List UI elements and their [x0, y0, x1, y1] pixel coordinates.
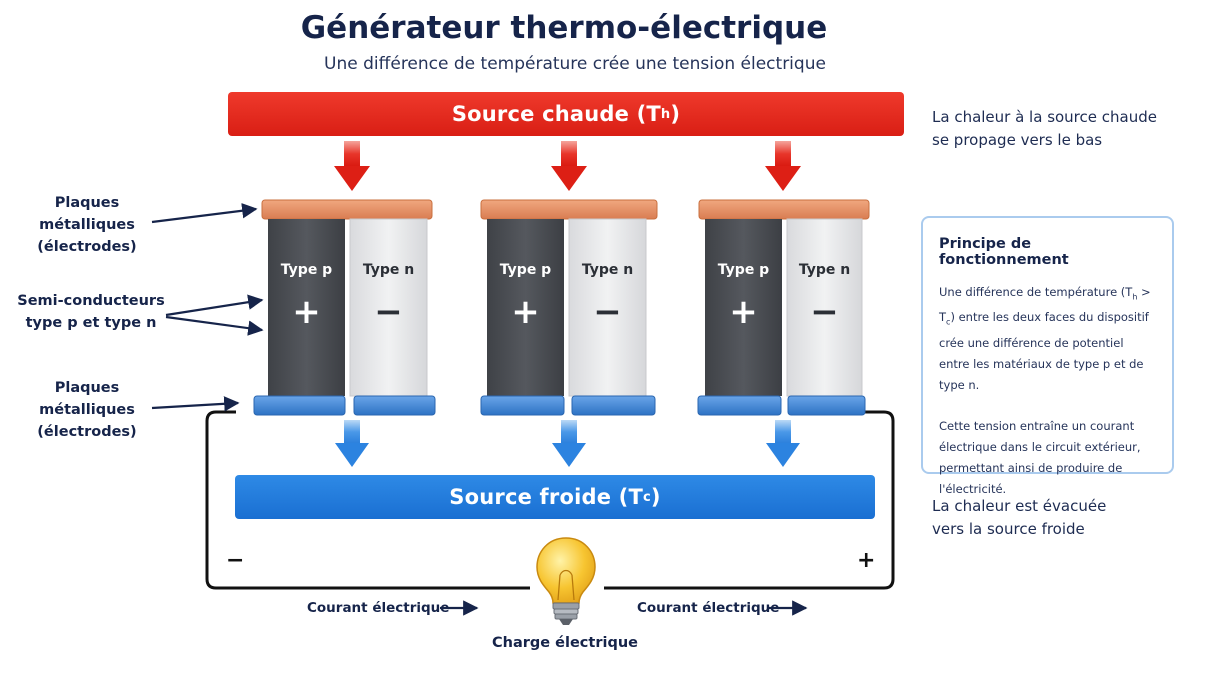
top-plate-3	[698, 199, 870, 220]
cold-arrow-2	[552, 420, 586, 467]
bottom-plate-1a	[253, 395, 346, 416]
principle-paragraph-1: Une différence de température (Th > Tc) …	[939, 282, 1156, 396]
bottom-plate-3a	[697, 395, 782, 416]
p-label-3: Type p	[717, 262, 770, 278]
hot-source-subscript: h	[660, 106, 671, 122]
p-label-1: Type p	[280, 262, 333, 278]
principle-p1-a: Une différence de température (T	[939, 285, 1133, 299]
principle-p1-rest: entre les deux faces du dispositif crée …	[939, 310, 1149, 392]
module-1	[253, 199, 436, 416]
label-semiconductors-line-1: Semi-conducteurs	[17, 293, 165, 309]
plus-sign-3: +	[729, 292, 758, 332]
load-label: Charge électrique	[492, 635, 638, 651]
hot-source-label: Source chaude (T	[451, 102, 661, 126]
module-3	[697, 199, 870, 416]
hot-arrow-3	[765, 141, 801, 191]
bottom-plate-1b	[353, 395, 436, 416]
circuit-plus-terminal: +	[857, 548, 876, 573]
current-label-right: Courant électrique	[637, 600, 780, 616]
label-plates-bottom: Plaques métalliques (électrodes)	[22, 377, 152, 443]
n-label-1: Type n	[362, 262, 415, 278]
principle-p1-b: > T	[939, 285, 1151, 325]
circuit-wire-left	[205, 410, 530, 590]
principle-title: Principe de fonctionnement	[939, 236, 1069, 268]
module-1-n: Type n −	[350, 262, 427, 332]
hot-note-line-2: se propage vers le bas	[932, 131, 1103, 149]
pointer-semiconductor-1	[165, 294, 264, 317]
p-leg-3	[705, 219, 782, 396]
circuit-wire-right	[604, 410, 895, 590]
label-semiconductors: Semi-conducteurs type p et type n	[16, 290, 166, 334]
p-label-2: Type p	[499, 262, 552, 278]
minus-sign-1: −	[374, 292, 403, 332]
cold-note-line-2: vers la source froide	[932, 520, 1085, 538]
n-label-3: Type n	[798, 262, 851, 278]
light-bulb-icon	[536, 537, 596, 625]
pointer-semiconductor-2	[165, 315, 264, 336]
hot-arrow-2	[551, 141, 587, 191]
cold-source-label: Source froide (T	[449, 485, 643, 509]
circuit-minus-terminal: −	[226, 548, 245, 573]
minus-sign-2: −	[593, 292, 622, 332]
label-plates-top-line-1: Plaques	[54, 195, 120, 211]
n-label-2: Type n	[581, 262, 634, 278]
label-plates-bottom-line-1: Plaques	[54, 380, 120, 396]
n-leg-2	[568, 218, 647, 397]
principle-p1-c: )	[950, 310, 955, 325]
label-plates-top-line-3: (électrodes)	[37, 239, 137, 255]
n-leg-1	[349, 218, 428, 397]
bottom-plate-2b	[571, 395, 656, 416]
current-label-left: Courant électrique	[307, 600, 450, 616]
principle-box: Principe de fonctionnement Une différenc…	[921, 216, 1174, 496]
cold-source-subscript: c	[642, 489, 651, 505]
module-2-n: Type n −	[569, 262, 646, 332]
label-plates-top-line-2: métalliques	[39, 217, 135, 233]
plus-sign-2: +	[511, 292, 540, 332]
principle-p1-sub1: h	[1132, 292, 1138, 302]
hot-note-line-1: La chaleur à la source chaude	[932, 108, 1157, 126]
module-2-p: Type p +	[487, 262, 564, 332]
label-plates-top: Plaques métalliques (électrodes)	[22, 192, 152, 258]
module-3-p: Type p +	[705, 262, 782, 332]
p-leg-2	[487, 219, 564, 396]
hot-note: La chaleur à la source chaude se propage…	[932, 106, 1157, 152]
top-plate-1	[261, 199, 433, 220]
label-plates-bottom-line-2: métalliques	[39, 402, 135, 418]
module-3-n: Type n −	[787, 262, 862, 332]
hot-source-close: )	[670, 102, 681, 126]
n-leg-3	[786, 218, 863, 397]
module-2	[480, 199, 658, 416]
bottom-plate-2a	[480, 395, 565, 416]
label-plates-bottom-line-3: (électrodes)	[37, 424, 137, 440]
page-subtitle: Une différence de température crée une t…	[324, 54, 826, 74]
hot-arrow-1	[334, 141, 370, 191]
plus-sign-1: +	[292, 292, 321, 332]
top-plate-2	[480, 199, 658, 220]
cold-source-close: )	[650, 485, 661, 509]
cold-arrow-1	[335, 420, 369, 467]
pointer-plates-bottom	[151, 396, 240, 412]
principle-p1-sub2: c	[946, 317, 951, 327]
page-title: Générateur thermo-électrique	[300, 10, 828, 46]
principle-paragraph-2: Cette tension entraîne un courant électr…	[939, 418, 1141, 496]
cold-note-line-1: La chaleur est évacuée	[932, 497, 1107, 515]
label-semiconductors-line-2: type p et type n	[25, 315, 157, 331]
pointer-plates-top	[151, 203, 258, 224]
cold-arrow-3	[766, 420, 800, 467]
minus-sign-3: −	[810, 292, 839, 332]
module-1-p: Type p +	[268, 262, 345, 332]
cold-note: La chaleur est évacuée vers la source fr…	[932, 495, 1106, 541]
bottom-plate-3b	[787, 395, 866, 416]
p-leg-1	[268, 219, 345, 396]
